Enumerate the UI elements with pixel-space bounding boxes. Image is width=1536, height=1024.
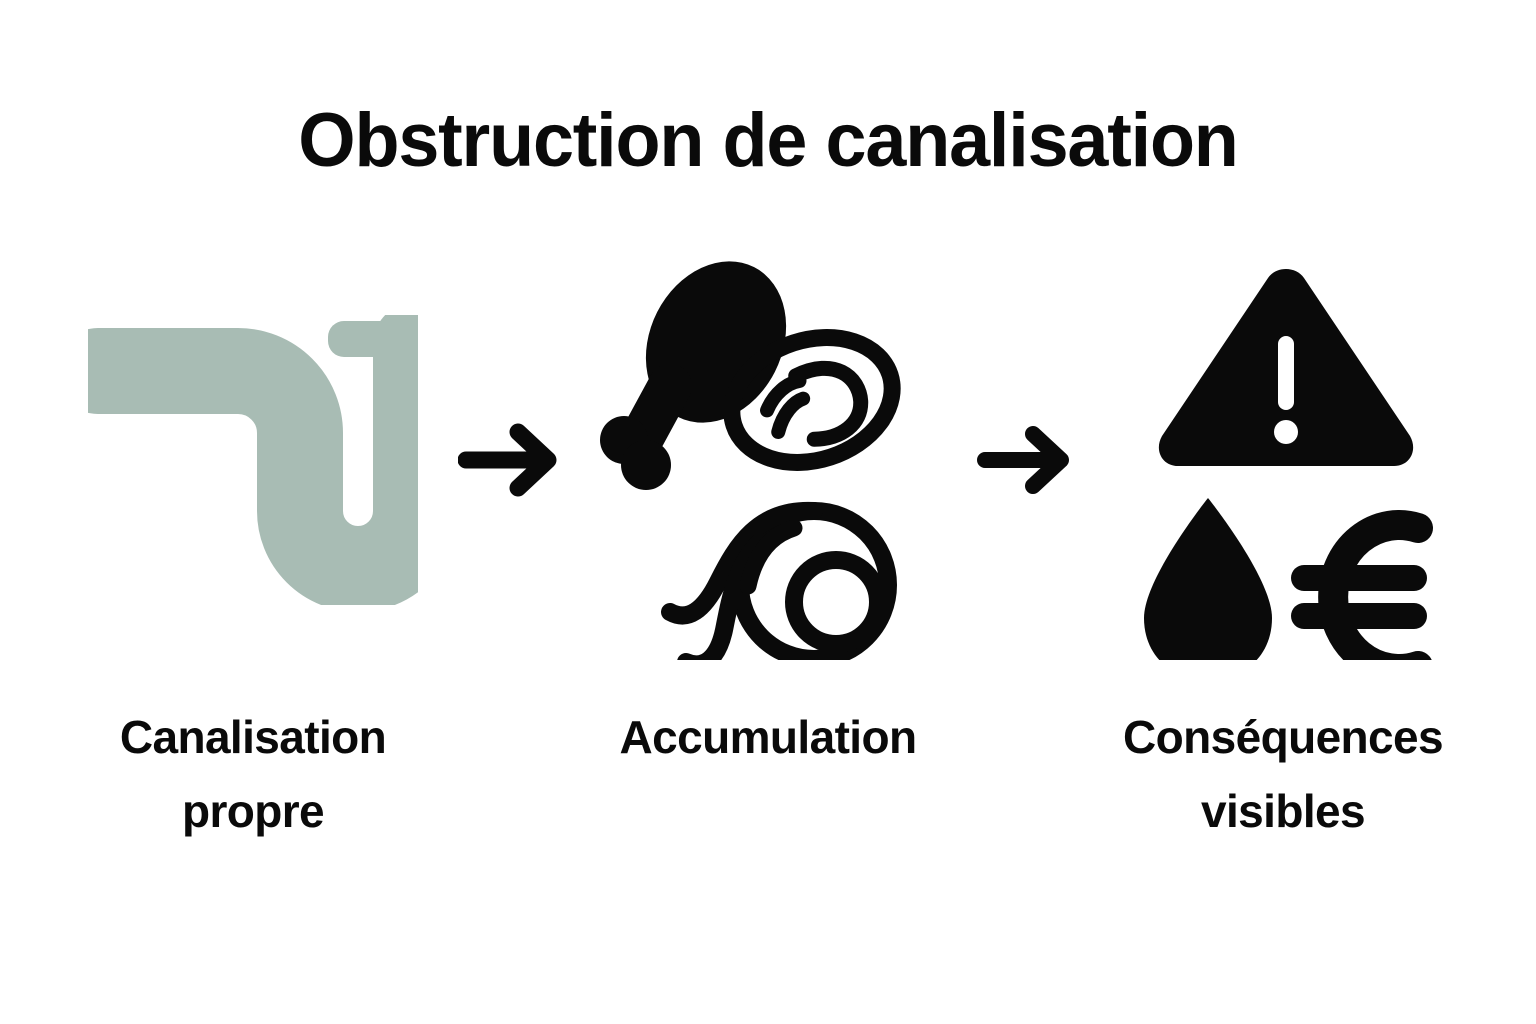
p-trap-pipe-icon (88, 315, 418, 605)
caption-accumulation: Accumulation (573, 700, 963, 774)
stage-clean-pipe-icons (58, 250, 448, 670)
caption-consequences-line2: visibles (1201, 785, 1366, 837)
caption-clean-pipe-line1: Canalisation (119, 711, 387, 763)
food-waste-oval-icon (723, 329, 901, 471)
stage-accumulation (573, 250, 963, 670)
page-title: Obstruction de canalisation (298, 98, 1239, 183)
caption-consequences: Conséquences visibles (1088, 700, 1478, 848)
caption-accumulation-line1: Accumulation (619, 711, 918, 763)
arrow-right-icon (458, 423, 557, 497)
chicken-drumstick-icon (600, 261, 787, 490)
caption-clean-pipe: Canalisation propre (58, 700, 448, 848)
stage-consequences-icons (1088, 250, 1478, 670)
water-droplet-icon (1144, 498, 1272, 660)
arrow-right-icon (976, 426, 1069, 494)
arrow-1-cell (448, 250, 573, 670)
caption-clean-pipe-line2: propre (181, 785, 325, 837)
caption-row: Canalisation propre Accumulation Conséqu… (0, 700, 1536, 900)
accumulation-icon-group (600, 261, 901, 660)
arrow-2-cell (963, 250, 1088, 670)
process-flow-row (0, 250, 1536, 720)
stage-clean-pipe (58, 250, 448, 670)
consequences-icon-group (1144, 269, 1433, 660)
euro-sign-icon (1291, 510, 1433, 660)
hair-clog-icon (661, 501, 897, 660)
warning-triangle-icon (1158, 269, 1414, 466)
stage-accumulation-icons (573, 250, 963, 670)
caption-consequences-line1: Conséquences (1122, 711, 1444, 763)
stage-consequences (1088, 250, 1478, 670)
